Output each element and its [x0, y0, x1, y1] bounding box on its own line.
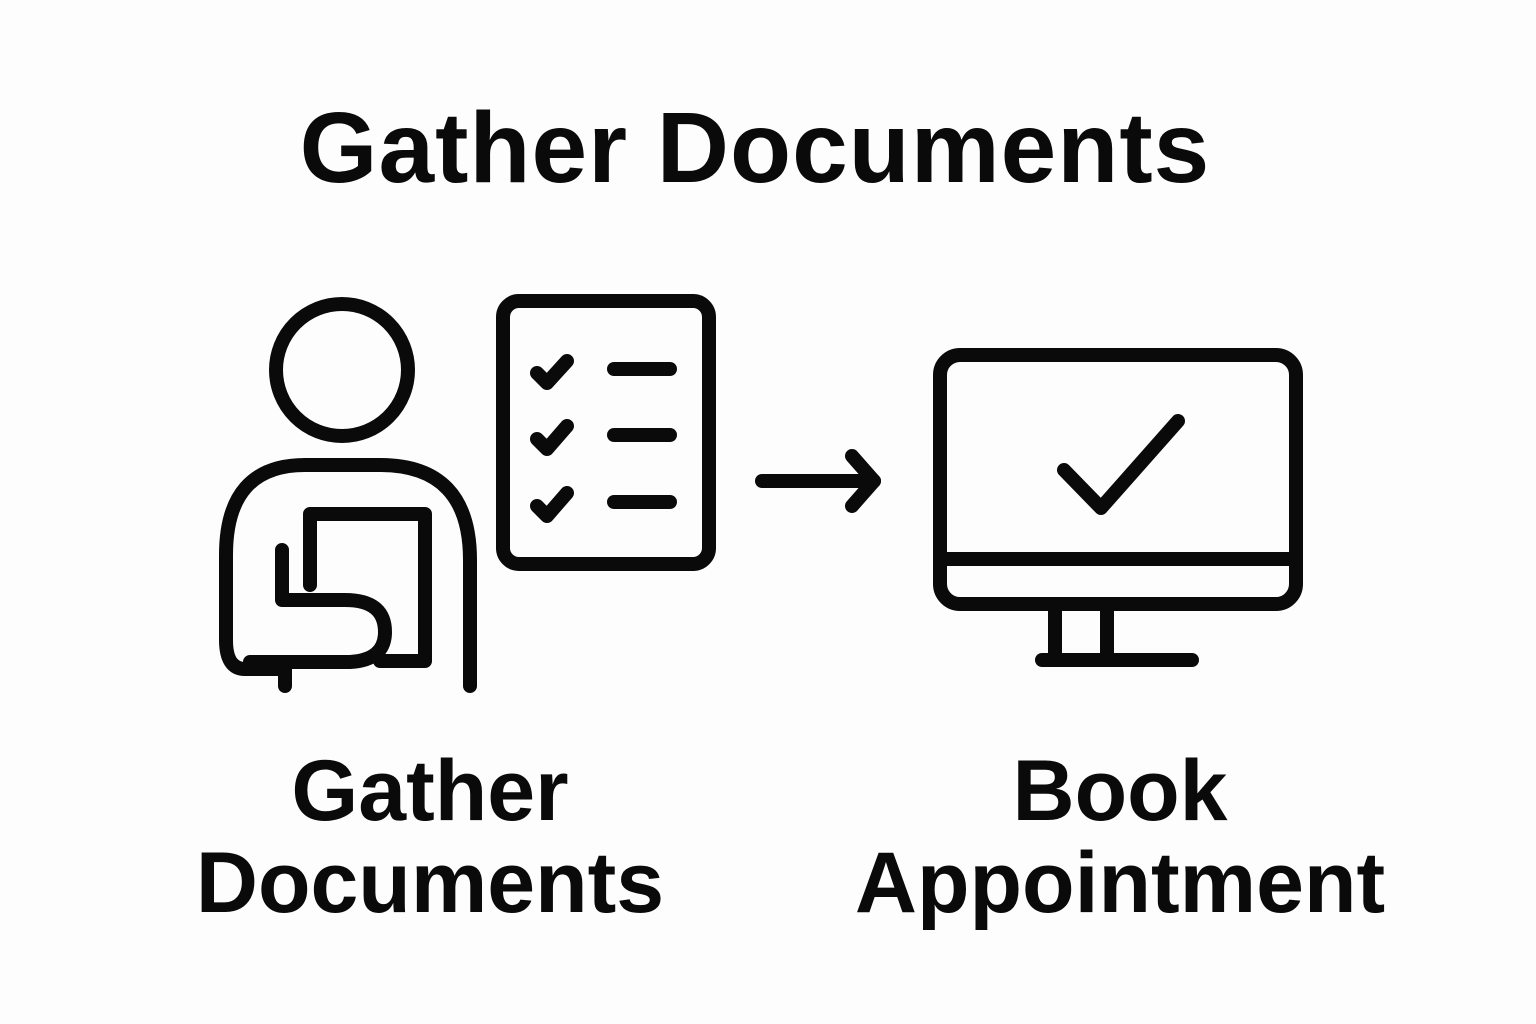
step-label-line: Documents [195, 835, 665, 931]
step-label-line: Appointment [854, 835, 1386, 931]
step-label-line: Gather [291, 743, 569, 839]
monitor-checkmark-icon [933, 348, 1303, 667]
person-icon [219, 297, 477, 693]
step-label-gather-documents: Gather Documents [160, 745, 700, 929]
arrow-right-icon [755, 449, 881, 513]
diagram-title: Gather Documents [299, 92, 1211, 204]
step-label-book-appointment: Book Appointment [810, 745, 1430, 929]
held-document-icon [243, 507, 432, 669]
checklist-icon [496, 294, 716, 571]
step-label-line: Book [1012, 743, 1228, 839]
